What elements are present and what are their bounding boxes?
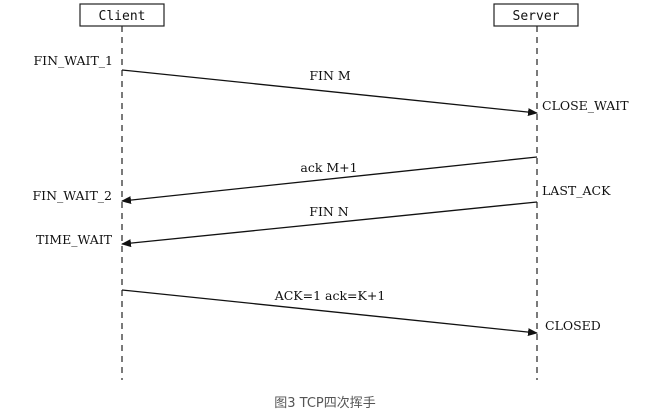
client-state-fin-wait-2: FIN_WAIT_2 xyxy=(32,188,112,203)
server-label: Server xyxy=(513,9,560,24)
server-state-closed: CLOSED xyxy=(545,318,601,333)
server-box xyxy=(493,3,579,27)
client-participant: Client xyxy=(79,3,165,27)
ack-final-label: ACK=1 ack=K+1 xyxy=(274,288,386,303)
fin-m-label: FIN M xyxy=(309,68,351,83)
server-state-last-ack: LAST_ACK xyxy=(542,183,611,198)
server-participant: Server xyxy=(493,3,579,27)
client-label: Client xyxy=(99,9,146,24)
fin-n-arrow xyxy=(121,201,538,248)
message-fin-n: FIN N xyxy=(121,201,538,248)
message-fin-m: FIN M xyxy=(121,68,538,117)
ack-m1-arrow xyxy=(121,156,538,205)
fin-n-label: FIN N xyxy=(309,204,349,219)
client-state-time-wait: TIME_WAIT xyxy=(36,232,113,247)
message-ack-final: ACK=1 ack=K+1 xyxy=(121,288,538,337)
ack-m1-label: ack M+1 xyxy=(300,160,357,175)
message-ack-m1: ack M+1 xyxy=(121,156,538,205)
fin-m-arrow xyxy=(121,69,538,117)
server-state-close-wait: CLOSE_WAIT xyxy=(542,98,629,113)
ack-final-arrow xyxy=(121,289,538,337)
figure-caption: 图3 TCP四次挥手 xyxy=(274,396,376,411)
client-state-fin-wait-1: FIN_WAIT_1 xyxy=(33,53,113,68)
